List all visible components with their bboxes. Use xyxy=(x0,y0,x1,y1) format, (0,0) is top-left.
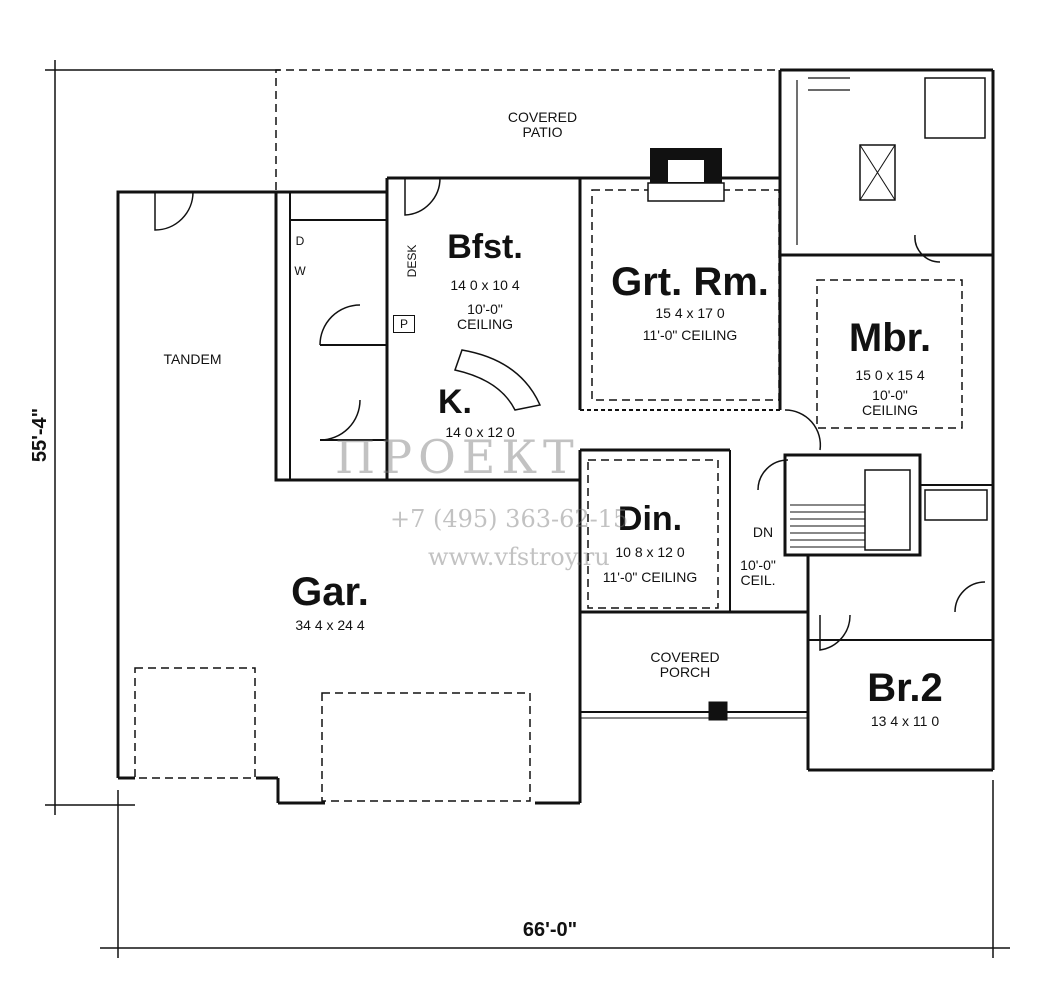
pantry-label: P xyxy=(393,315,415,333)
covered-porch-label: COVERED PORCH xyxy=(650,649,720,681)
dryer-label: D xyxy=(295,234,305,248)
bfst-ceiling: 10'-0" CEILING xyxy=(456,301,513,333)
stairs-down-label: DN xyxy=(752,524,774,540)
width-dimension: 66'-0" xyxy=(522,919,578,941)
stair-ceiling-label: 10'-0" CEIL. xyxy=(740,557,776,589)
great-room-size: 15 4 x 17 0 xyxy=(655,305,725,321)
garage-room-size: 34 4 x 24 4 xyxy=(295,617,365,633)
bfst-room-name: Bfst. xyxy=(447,228,523,266)
depth-dimension: 55'-4" xyxy=(29,407,51,463)
desk-label: DESK xyxy=(405,244,419,278)
great-room-name: Grt. Rm. xyxy=(611,260,769,304)
br2-room-size: 13 4 x 11 0 xyxy=(870,713,940,729)
mbr-room-size: 15 0 x 15 4 xyxy=(855,367,925,383)
kitchen-room-name: K. xyxy=(438,383,472,421)
watermark-brand: ПРОЕКТ xyxy=(335,430,580,484)
great-room-ceiling: 11'-0" CEILING xyxy=(642,327,738,343)
washer-label: W xyxy=(294,264,306,278)
kitchen-room-size: 14 0 x 12 0 xyxy=(445,424,515,440)
mbr-room-name: Mbr. xyxy=(848,316,932,360)
mbr-ceiling: 10'-0" CEILING xyxy=(861,387,918,419)
br2-room-name: Br.2 xyxy=(867,666,943,710)
watermark-phone: +7 (495) 363-62-15 xyxy=(390,505,629,533)
dining-ceiling: 11'-0" CEILING xyxy=(602,569,698,585)
covered-patio-label: COVERED PATIO xyxy=(507,109,578,141)
watermark-site: www.vfstroy.ru xyxy=(428,543,610,571)
garage-room-name: Gar. xyxy=(291,570,369,614)
bfst-room-size: 14 0 x 10 4 xyxy=(450,277,520,293)
garage-wall xyxy=(116,190,276,778)
tandem-label: TANDEM xyxy=(163,351,222,367)
dining-room-size: 10 8 x 12 0 xyxy=(615,544,685,560)
dining-room-name: Din. xyxy=(617,500,683,538)
